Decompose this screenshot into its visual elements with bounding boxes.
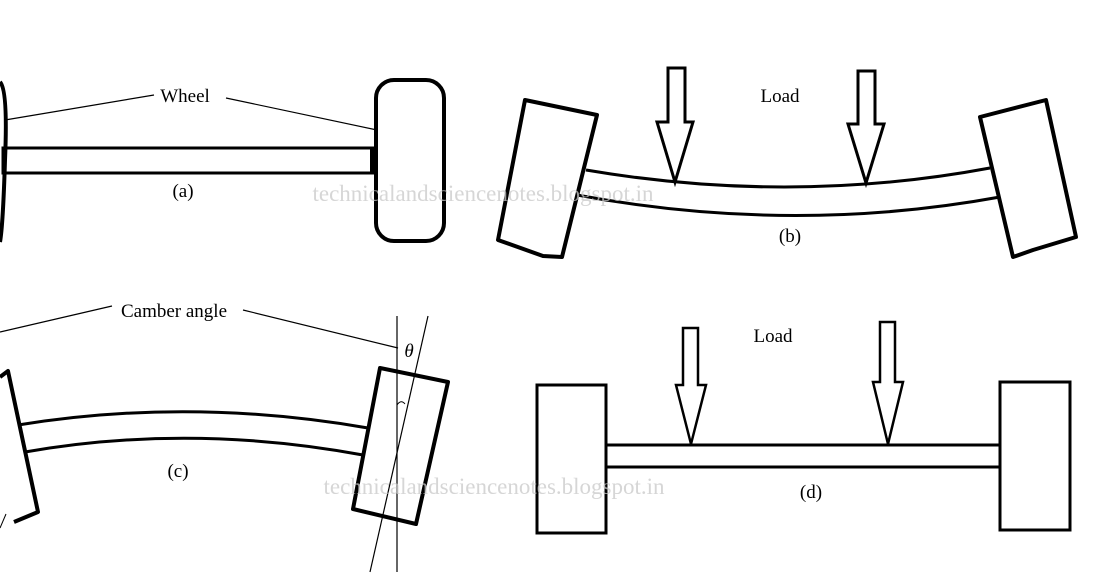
panel-a: Wheel (a) (0, 78, 446, 243)
right-tilted-wheel (978, 98, 1078, 259)
right-wheel (374, 78, 446, 243)
load-arrow (654, 66, 696, 188)
panel-b: Load (b) (496, 66, 1078, 259)
panel-d: Load (d) (535, 320, 1072, 535)
load-arrow (674, 326, 708, 445)
load-label: Load (760, 86, 800, 107)
caption-a: (a) (172, 181, 193, 202)
watermark: technicalandsciencenotes.blogspot.in (323, 474, 665, 499)
left-tilted-wheel (496, 98, 599, 259)
wheel-centre-line (369, 315, 429, 573)
wheel-label: Wheel (160, 86, 210, 107)
leader-line (242, 309, 399, 349)
load-label: Load (753, 326, 793, 347)
watermark: technicalandsciencenotes.blogspot.in (312, 181, 654, 206)
leader-line (0, 305, 113, 333)
load-arrow (845, 69, 887, 189)
caption-d: (d) (800, 482, 822, 503)
leader-line (225, 97, 378, 131)
left-wheel (0, 80, 8, 243)
right-tilted-wheel (351, 366, 450, 526)
wheel-hub (370, 148, 377, 173)
angle-arc (396, 401, 406, 406)
bent-axle-top (585, 166, 991, 189)
load-arrow (871, 320, 905, 445)
left-tilted-wheel (0, 369, 40, 524)
leader-line (4, 94, 155, 121)
straight-axle (604, 443, 1002, 469)
caption-c: (c) (167, 461, 188, 482)
panel-c: Camber angle θ (c) (0, 301, 450, 573)
bent-axle-bottom (24, 436, 364, 457)
axle (1, 146, 375, 175)
bent-axle-top (17, 410, 369, 430)
right-wheel (998, 380, 1072, 532)
left-wheel (535, 383, 608, 535)
leader-line (0, 513, 7, 529)
bent-axle-bottom (576, 193, 1001, 218)
caption-b: (b) (779, 226, 801, 247)
theta-symbol: θ (404, 341, 413, 362)
camber-angle-label: Camber angle (121, 301, 227, 322)
